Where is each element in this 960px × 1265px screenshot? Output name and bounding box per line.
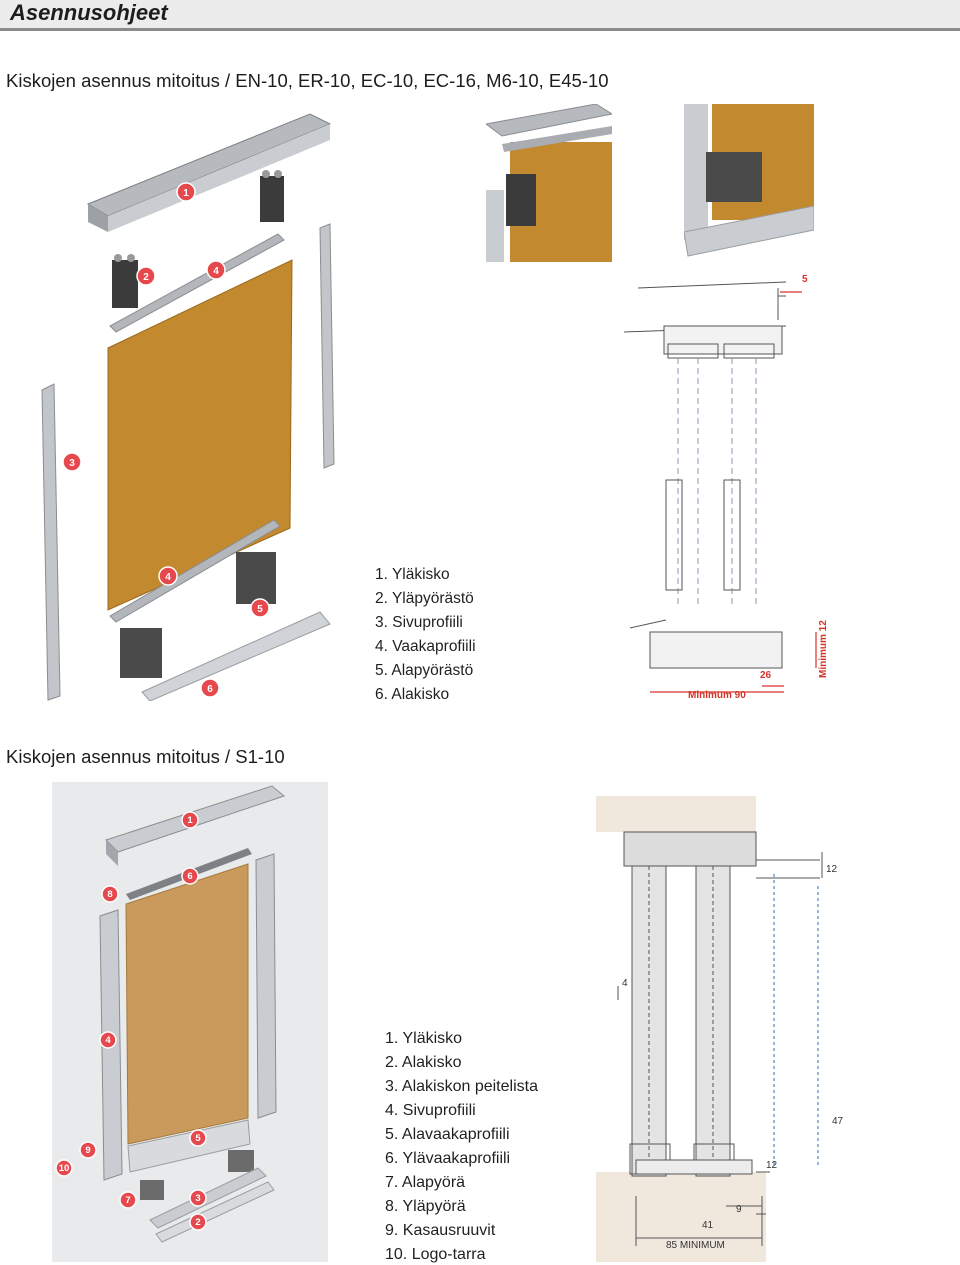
legend-item: 5. Alavaakaprofiili (385, 1126, 510, 1143)
callout-10: 10 (59, 1163, 70, 1174)
exploded-view-diagram-2: 1 6 8 4 5 9 10 7 3 2 (52, 782, 328, 1262)
legend-item: 2. Alakisko (385, 1054, 462, 1071)
legend-section2: 1. Yläkisko 2. Alakisko 3. Alakiskon pei… (385, 1027, 538, 1265)
callout-3: 3 (69, 458, 75, 469)
legend-item: 4. Sivuprofiili (385, 1102, 476, 1119)
callout-6: 6 (187, 871, 192, 882)
corner-detail-photo-2 (684, 104, 814, 262)
dim-bottom-gap: 12 (766, 1160, 778, 1171)
callout-8: 8 (107, 889, 112, 900)
callout-4-top: 4 (213, 266, 219, 277)
callout-7: 7 (125, 1195, 130, 1206)
callout-4: 4 (105, 1035, 111, 1046)
legend-item: 3. Alakiskon peitelista (385, 1078, 538, 1095)
callout-6: 6 (207, 684, 213, 695)
header-band (0, 0, 960, 28)
bottom-roller-left (140, 1180, 164, 1200)
door-panel (107, 259, 293, 611)
callout-5: 5 (257, 604, 263, 615)
legend-item: 1. Yläkisko (375, 566, 450, 583)
top-roller-left (112, 260, 138, 308)
dim-min-depth: Minimum 90 (688, 690, 746, 701)
cross-section-diagram-1: 5 26 Minimum 90 Minimum 12 (620, 268, 840, 705)
bottom-rail-cover (155, 1181, 275, 1243)
side-profile-right (255, 853, 277, 1119)
bottom-rail (141, 611, 331, 701)
callout-2: 2 (195, 1217, 200, 1228)
dim-width-41: 41 (702, 1220, 714, 1231)
side-profile-left (41, 383, 61, 701)
side-profile-right (319, 223, 335, 469)
dim-height-47: 47 (832, 1116, 844, 1127)
legend-item: 9. Kasausruuvit (385, 1222, 496, 1239)
page-header: Asennusohjeet (0, 0, 960, 34)
bottom-rail (149, 1167, 267, 1229)
bottom-roller-right (228, 1150, 254, 1172)
legend-item: 1. Yläkisko (385, 1030, 463, 1047)
legend-item: 3. Sivuprofiili (375, 614, 463, 631)
dim-side-gap: 5 (802, 274, 808, 285)
callout-1: 1 (183, 188, 189, 199)
exploded-view-diagram-1: 1 2 4 3 4 5 6 (38, 104, 360, 701)
dim-min-depth: 85 MINIMUM (666, 1240, 725, 1251)
page-title: Asennusohjeet (10, 0, 168, 25)
corner-detail-photo-1 (486, 104, 612, 262)
callout-1: 1 (187, 815, 193, 826)
bottom-roller-right (236, 552, 276, 604)
legend-item: 10. Logo-tarra (385, 1246, 486, 1263)
dim-width-9: 9 (736, 1204, 742, 1215)
bottom-horizontal-profile (127, 1119, 251, 1173)
bottom-roller-left (120, 628, 162, 678)
cross-section-diagram-2: 12 4 47 12 9 41 85 MINIMUM (596, 796, 856, 1262)
section2-title: Kiskojen asennus mitoitus / S1-10 (6, 746, 285, 767)
legend-item: 6. Alakisko (375, 686, 450, 703)
top-rail (86, 113, 332, 217)
legend-item: 8. Yläpyörä (385, 1198, 466, 1215)
legend-item: 4. Vaakaprofiili (375, 638, 476, 655)
bottom-horizontal-profile (109, 519, 281, 623)
dim-top-gap: 12 (826, 864, 838, 875)
callout-3: 3 (195, 1193, 200, 1204)
header-rule (0, 28, 960, 31)
callout-9: 9 (85, 1145, 90, 1156)
top-roller-right (260, 176, 284, 222)
callout-5: 5 (195, 1133, 201, 1144)
section1-title: Kiskojen asennus mitoitus / EN-10, ER-10… (6, 70, 609, 91)
legend-item: 6. Ylävaakaprofiili (385, 1150, 511, 1167)
door-panel (125, 863, 249, 1145)
legend-item: 5. Alapyörästö (375, 662, 474, 679)
dim-offset: 26 (760, 670, 772, 681)
dim-min-height: Minimum 12 (818, 620, 829, 678)
legend-item: 7. Alapyörä (385, 1174, 466, 1191)
callout-4-bottom: 4 (165, 572, 171, 583)
dim-side-width: 4 (622, 978, 628, 989)
legend-section1: 1. Yläkisko 2. Yläpyörästö 3. Sivuprofii… (375, 563, 476, 707)
legend-item: 2. Yläpyörästö (375, 590, 474, 607)
callout-2: 2 (143, 272, 149, 283)
